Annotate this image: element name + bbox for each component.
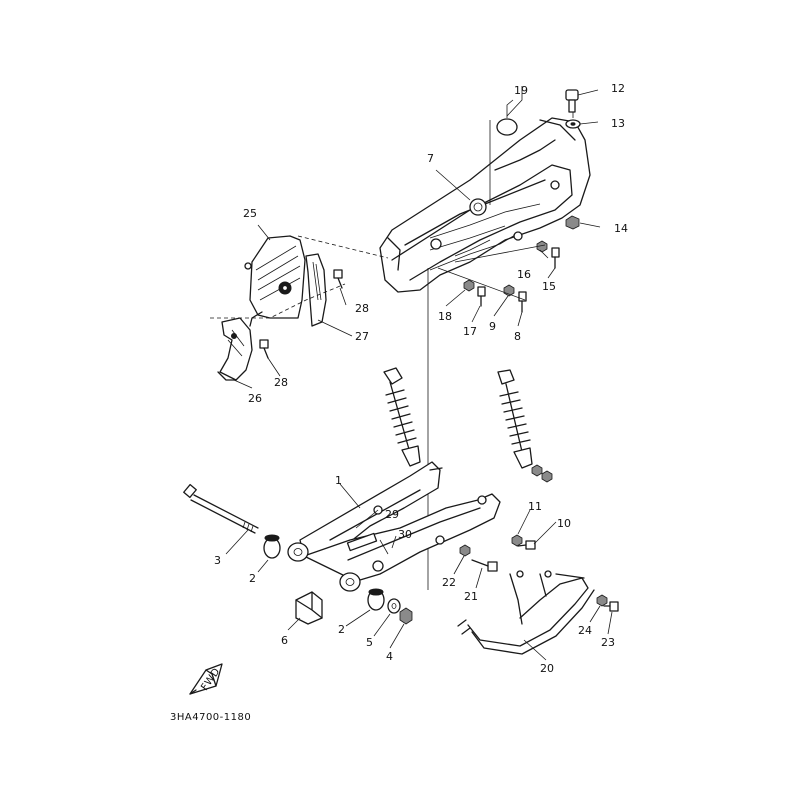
label-part-9: 9 bbox=[489, 320, 496, 333]
label-part-4: 4 bbox=[386, 650, 393, 663]
frame-guard-part-20 bbox=[457, 570, 595, 655]
label-part-28-lower: 28 bbox=[274, 376, 288, 389]
label-part-3: 3 bbox=[214, 554, 221, 567]
label-part-13: 13 bbox=[611, 117, 625, 130]
label-part-29: 29 bbox=[385, 508, 399, 521]
bolt-part-17 bbox=[477, 286, 486, 307]
label-part-18: 18 bbox=[438, 310, 452, 323]
label-part-6: 6 bbox=[281, 634, 288, 647]
label-part-22: 22 bbox=[442, 576, 456, 589]
label-part-5: 5 bbox=[366, 636, 373, 649]
washer-part-18 bbox=[463, 279, 475, 292]
bolt-part-10 bbox=[517, 540, 536, 550]
pivot-collar-left bbox=[287, 542, 309, 562]
washer-part-11 bbox=[511, 534, 523, 547]
label-part-26: 26 bbox=[248, 392, 262, 405]
bolt-part-15 bbox=[551, 247, 560, 269]
bolt-part-21 bbox=[471, 559, 498, 572]
bolt-part-28-lower bbox=[259, 339, 269, 359]
label-part-2-upper: 2 bbox=[249, 572, 256, 585]
cap-part-19 bbox=[496, 99, 518, 136]
leader-line bbox=[317, 319, 353, 337]
shock-absorber-right bbox=[497, 369, 553, 483]
label-part-11: 11 bbox=[528, 500, 542, 513]
label-part-16: 16 bbox=[517, 268, 531, 281]
label-part-21: 21 bbox=[464, 590, 478, 603]
label-part-15: 15 bbox=[542, 280, 556, 293]
label-part-23: 23 bbox=[601, 636, 615, 649]
label-part-2-lower: 2 bbox=[338, 623, 345, 636]
label-part-19: 19 bbox=[514, 84, 528, 97]
bolt-part-8 bbox=[518, 291, 527, 313]
drawing-code: 3HA4700-1180 bbox=[170, 712, 251, 723]
washer-part-16 bbox=[536, 240, 548, 253]
label-part-1: 1 bbox=[335, 474, 342, 487]
label-part-20: 20 bbox=[540, 662, 554, 675]
label-part-12: 12 bbox=[611, 82, 625, 95]
bushing-part-2-upper bbox=[263, 534, 281, 559]
nut-part-4 bbox=[399, 607, 413, 625]
collar-part-6 bbox=[295, 591, 323, 625]
label-part-17: 17 bbox=[463, 325, 477, 338]
part-number-labels: 1 2 2 3 4 5 6 7 8 9 10 11 12 13 14 15 16… bbox=[214, 82, 628, 675]
swingarm-part-1 bbox=[299, 461, 501, 581]
leader-line bbox=[257, 224, 271, 241]
pivot-collar-right bbox=[339, 572, 361, 592]
label-part-27: 27 bbox=[355, 330, 369, 343]
label-part-7: 7 bbox=[427, 152, 434, 165]
washer-part-24 bbox=[596, 594, 608, 607]
bushing-part-2-lower bbox=[367, 588, 385, 611]
bolt-part-28-upper bbox=[333, 269, 343, 289]
bolt-part-12 bbox=[565, 89, 599, 113]
guide-part-27 bbox=[305, 253, 327, 327]
label-part-14: 14 bbox=[614, 222, 628, 235]
chain-case-part-7 bbox=[379, 117, 591, 293]
shock-absorber-left bbox=[383, 367, 421, 467]
front-direction-marker: FWD bbox=[189, 663, 223, 695]
bolt-part-23 bbox=[603, 601, 619, 612]
guard-piece-part-26 bbox=[217, 317, 253, 381]
washer-part-5 bbox=[387, 598, 401, 614]
label-part-24: 24 bbox=[578, 624, 592, 637]
pivot-shaft-part-3 bbox=[183, 483, 259, 534]
leader-lines bbox=[225, 86, 613, 661]
chain-guard-part-25 bbox=[244, 235, 306, 327]
washer-part-22 bbox=[459, 544, 471, 557]
label-part-8: 8 bbox=[514, 330, 521, 343]
label-part-30: 30 bbox=[398, 528, 412, 541]
nut-part-14 bbox=[565, 215, 601, 230]
washer-part-13 bbox=[565, 119, 599, 129]
label-part-28-upper: 28 bbox=[355, 302, 369, 315]
label-part-25: 25 bbox=[243, 207, 257, 220]
label-part-10: 10 bbox=[557, 517, 571, 530]
